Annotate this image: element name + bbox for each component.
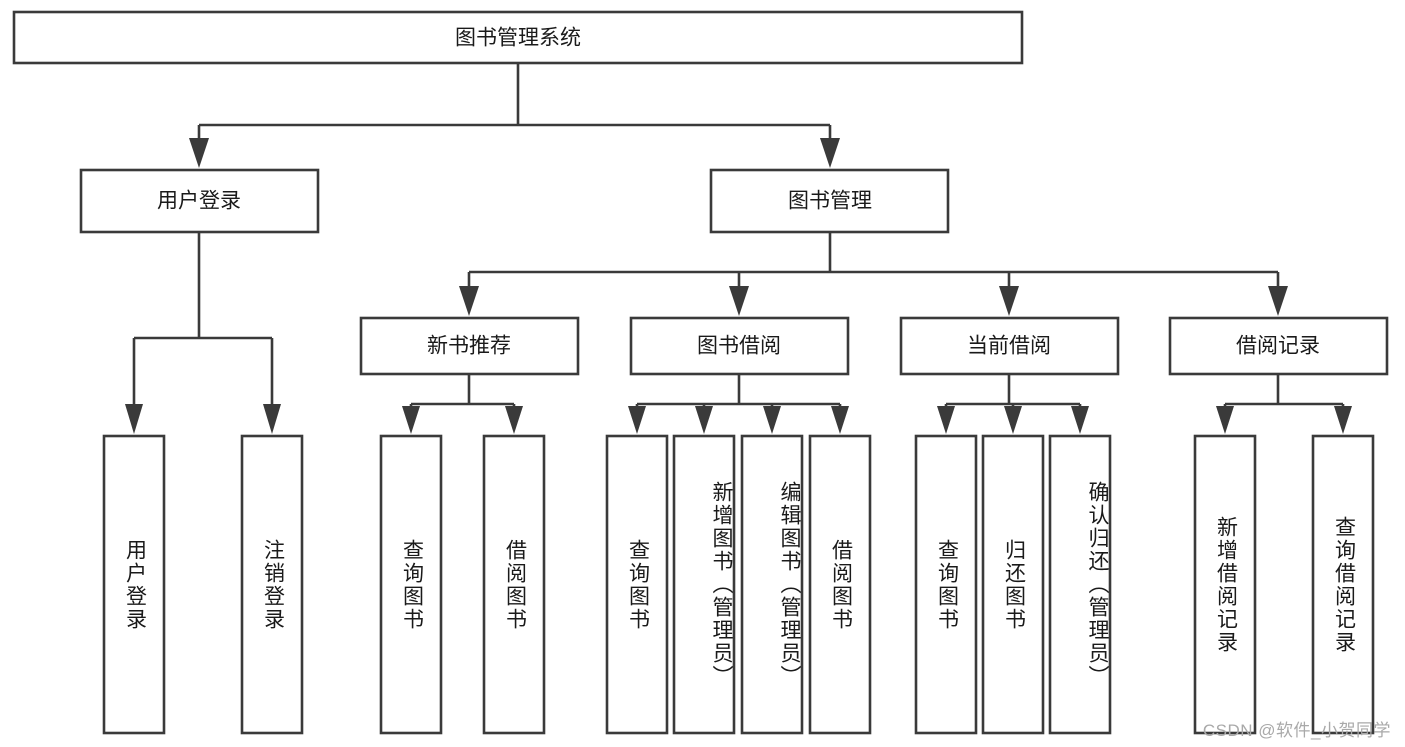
leaf-box-br-add-record[interactable] xyxy=(1193,434,1257,735)
node-borrow-records-box[interactable] xyxy=(1168,316,1389,376)
arrow-to-leaf-nbr-1 xyxy=(402,406,420,434)
node-book-borrow-box[interactable] xyxy=(629,316,850,376)
arrow-to-leaf-bb-1 xyxy=(628,406,646,434)
leaf-box-bb-add-book[interactable] xyxy=(672,434,736,735)
watermark-text: CSDN @软件_小贺同学 xyxy=(1202,721,1391,740)
node-user-login-label: 用户登录 xyxy=(157,190,241,213)
arrow-to-current-borrow xyxy=(999,286,1019,316)
node-new-book-recommend-box[interactable] xyxy=(359,316,580,376)
leaf-box-cb-confirm-return[interactable] xyxy=(1048,434,1112,735)
leaf-box-br-query-record[interactable] xyxy=(1311,434,1375,735)
leaf-box-cb-query-book[interactable] xyxy=(914,434,978,735)
arrow-to-user-login xyxy=(189,138,209,168)
leaf-box-logout[interactable] xyxy=(240,434,304,735)
arrow-to-leaf-user-login xyxy=(125,404,143,434)
node-current-borrow-box[interactable] xyxy=(899,316,1120,376)
arrow-to-borrow-records xyxy=(1268,286,1288,316)
node-book-borrow-label: 图书借阅 xyxy=(697,335,781,358)
leaf-box-bb-edit-book[interactable] xyxy=(740,434,804,735)
arrow-to-new-book-recommend xyxy=(459,286,479,316)
arrow-to-leaf-cb-3 xyxy=(1071,406,1089,434)
arrow-to-leaf-nbr-2 xyxy=(505,406,523,434)
node-new-book-recommend-label: 新书推荐 xyxy=(427,335,511,358)
arrow-to-book-manage xyxy=(820,138,840,168)
node-borrow-records-label: 借阅记录 xyxy=(1236,335,1320,358)
leaf-box-bb-borrow-book[interactable] xyxy=(808,434,872,735)
arrow-to-leaf-logout xyxy=(263,404,281,434)
arrow-to-leaf-bb-2 xyxy=(695,406,713,434)
node-book-manage-box[interactable] xyxy=(709,168,950,234)
arrow-to-leaf-cb-1 xyxy=(937,406,955,434)
node-root-label: 图书管理系统 xyxy=(455,27,581,50)
leaf-box-nbr-borrow-book[interactable] xyxy=(482,434,546,735)
arrow-to-book-borrow xyxy=(729,286,749,316)
leaf-box-cb-return-book[interactable] xyxy=(981,434,1045,735)
arrow-to-leaf-br-2 xyxy=(1334,406,1352,434)
leaf-box-nbr-query-book[interactable] xyxy=(379,434,443,735)
node-root-box[interactable] xyxy=(12,10,1024,65)
arrow-to-leaf-cb-2 xyxy=(1004,406,1022,434)
leaf-box-bb-query-book[interactable] xyxy=(605,434,669,735)
node-current-borrow-label: 当前借阅 xyxy=(967,335,1051,358)
arrow-to-leaf-br-1 xyxy=(1216,406,1234,434)
leaf-box-user-login[interactable] xyxy=(102,434,166,735)
node-book-manage-label: 图书管理 xyxy=(788,190,872,213)
arrow-to-leaf-bb-3 xyxy=(763,406,781,434)
arrow-to-leaf-bb-4 xyxy=(831,406,849,434)
